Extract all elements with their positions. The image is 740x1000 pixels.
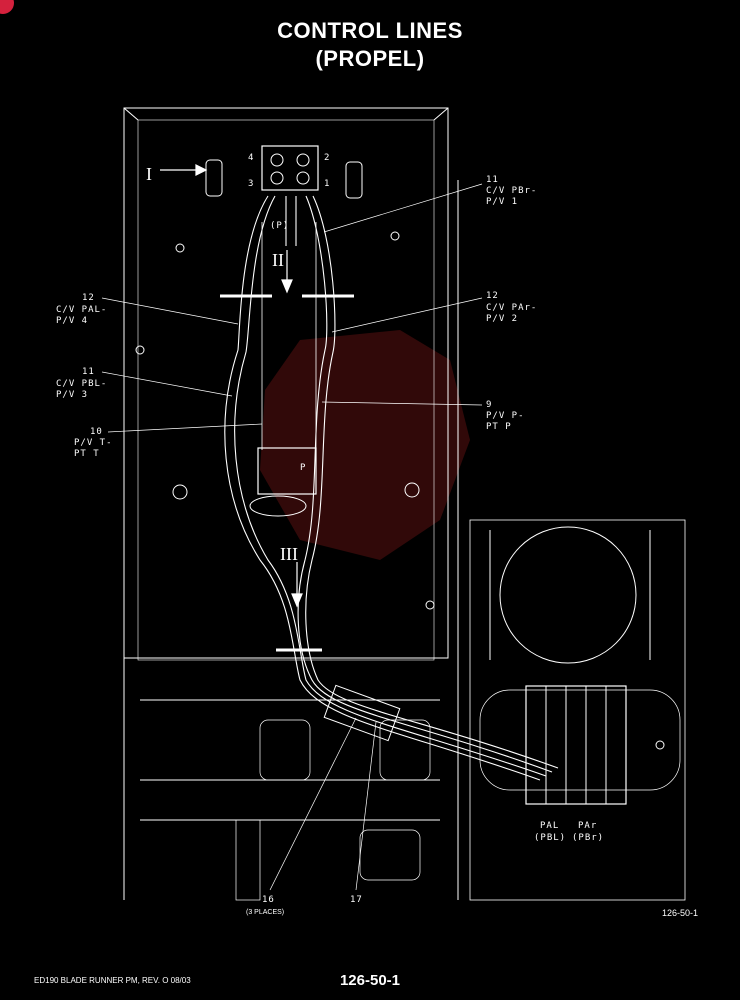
roman-mark-3: III (280, 544, 298, 564)
control-valve-block (257, 447, 317, 495)
item-17-label: 17 (350, 895, 363, 905)
upper-panel (123, 107, 449, 659)
svg-text:C/V PBL-: C/V PBL- (56, 379, 107, 389)
svg-text:P/V 4: P/V 4 (56, 316, 88, 326)
roman-mark-2: II (272, 250, 284, 270)
pbl-label: (PBL) (534, 833, 566, 843)
figure-ref: 126-50-1 (662, 908, 698, 918)
par-label: PAr (578, 821, 597, 831)
item-16-label: 16 (262, 895, 275, 905)
port-p-label: (P) (270, 221, 289, 231)
callout-9: 9 P/V P- PT P (486, 400, 525, 432)
footer-page-number: 126-50-1 (339, 972, 401, 989)
pal-label: PAL (540, 821, 559, 831)
svg-text:PT T: PT T (74, 449, 100, 459)
svg-text:11: 11 (486, 175, 499, 185)
page-title: CONTROL LINES (277, 18, 463, 43)
svg-text:12: 12 (82, 293, 95, 303)
port-number: 4 (248, 153, 254, 163)
svg-text:PT P: PT P (486, 422, 512, 432)
callout-10: 10 P/V T- PT T (74, 427, 113, 459)
control-hoses (220, 195, 559, 781)
svg-text:11: 11 (82, 367, 95, 377)
svg-text:C/V PAL-: C/V PAL- (56, 305, 107, 315)
svg-text:C/V PAr-: C/V PAr- (486, 303, 537, 313)
item-16-note: (3 PLACES) (246, 909, 284, 916)
valve-port-label: P (300, 463, 306, 473)
corner-badge (0, 0, 14, 14)
watermark (260, 330, 470, 560)
callout-12b: 12 C/V PAr- P/V 2 (486, 291, 537, 324)
main-valve-bank (525, 685, 627, 805)
svg-text:9: 9 (486, 400, 492, 410)
roman-mark-1: I (146, 164, 152, 184)
footer-document-info: ED190 BLADE RUNNER PM, REV. O 08/03 (34, 976, 191, 985)
pilot-valve (261, 145, 319, 191)
callout-11b: 11 C/V PBL- P/V 3 (56, 367, 107, 400)
callout-12a: 12 C/V PAL- P/V 4 (56, 293, 107, 326)
svg-text:C/V PBr-: C/V PBr- (486, 186, 537, 196)
pbr-label: (PBr) (572, 833, 604, 843)
right-compartment (469, 519, 686, 901)
svg-text:10: 10 (90, 427, 103, 437)
port-number: 3 (248, 179, 254, 189)
svg-text:12: 12 (486, 291, 499, 301)
flow-arrows (160, 164, 303, 608)
svg-text:P/V T-: P/V T- (74, 438, 113, 448)
svg-text:P/V 2: P/V 2 (486, 314, 518, 324)
port-number: 2 (324, 153, 330, 163)
leader-lines (101, 183, 483, 891)
svg-text:P/V 1: P/V 1 (486, 197, 518, 207)
callout-11a: 11 C/V PBr- P/V 1 (486, 175, 537, 207)
fan-circle (499, 526, 637, 664)
page-subtitle: (PROPEL) (315, 46, 425, 71)
svg-text:P/V P-: P/V P- (486, 411, 525, 421)
port-number: 1 (324, 179, 330, 189)
svg-text:P/V 3: P/V 3 (56, 390, 88, 400)
